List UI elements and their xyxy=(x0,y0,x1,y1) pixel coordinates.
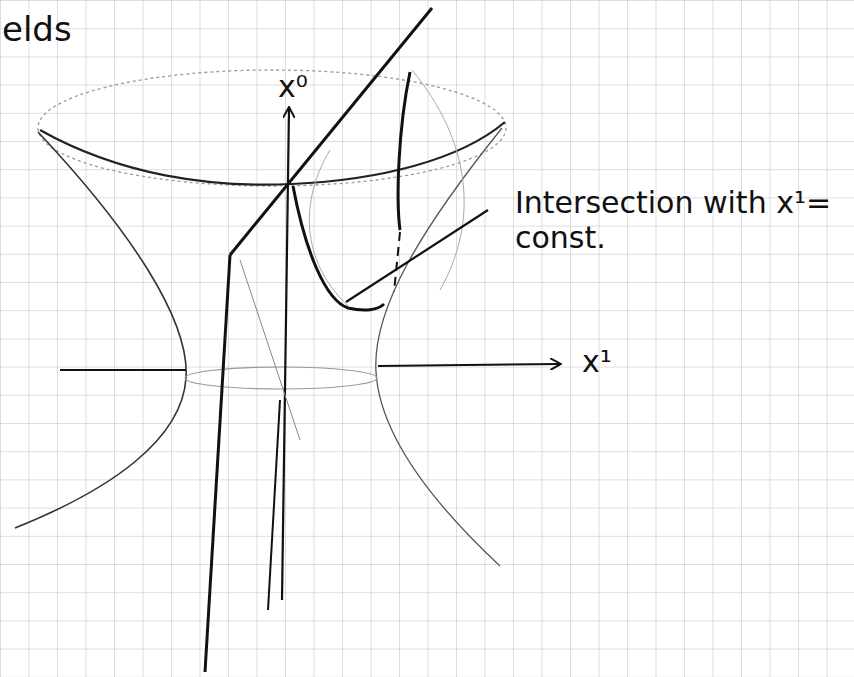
null-line xyxy=(230,8,432,255)
x1-axis xyxy=(378,364,560,366)
waist-rim xyxy=(185,367,377,389)
intersection-curve xyxy=(293,186,384,310)
axis-label: x¹ xyxy=(582,345,612,380)
x1-axis xyxy=(60,369,186,371)
null-line xyxy=(205,255,230,672)
top-rim xyxy=(38,70,506,186)
annotation: Intersection with x¹= const. xyxy=(515,186,835,255)
leader-line xyxy=(346,210,488,302)
sheet-outline xyxy=(412,70,464,290)
intersection-curve xyxy=(398,72,410,230)
axis-label: x⁰ xyxy=(278,70,308,105)
guide-line xyxy=(268,400,280,610)
heading-fragment: elds xyxy=(2,10,72,49)
top-rim-front xyxy=(40,122,505,185)
hyperboloid-left xyxy=(15,132,186,528)
sheet-outline xyxy=(309,150,348,306)
hyperboloid-right xyxy=(376,128,502,566)
guide-line xyxy=(240,260,300,440)
intersection-curve-hidden xyxy=(394,232,400,292)
